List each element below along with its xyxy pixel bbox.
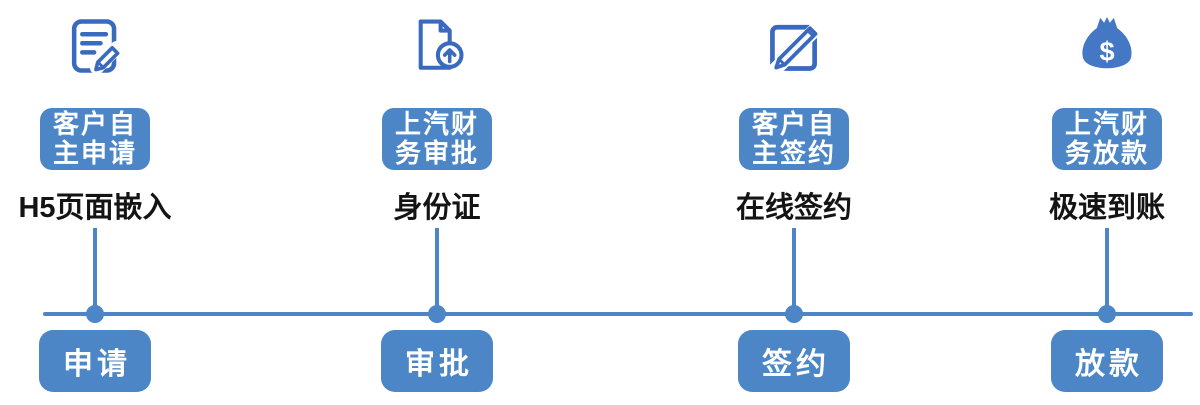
badge-line: 主签约 [751,138,836,168]
timeline-dot [428,305,446,323]
timeline-axis [43,312,1193,316]
step-column-disburse: $ 上汽财 务放款 极速到账 放款 [1012,0,1200,405]
stage-button-disburse: 放款 [1051,330,1163,392]
stage-button-approve: 审批 [381,330,493,392]
badge-line: 客户自 [751,109,836,139]
document-edit-icon [0,12,190,80]
badge-line: 务放款 [1064,138,1149,168]
timeline-dot [86,305,104,323]
badge-line: 上汽财 [394,109,479,139]
badge-line: 客户自 [52,109,137,139]
dollar-glyph: $ [1099,36,1114,67]
role-badge: 客户自 主申请 [40,108,150,170]
badge-line: 务审批 [394,138,479,168]
step-description: 身份证 [393,192,481,224]
document-upload-icon [342,12,532,80]
step-description: H5页面嵌入 [18,192,172,224]
stage-button-sign: 签约 [738,330,850,392]
edit-square-icon [699,12,889,80]
role-badge: 上汽财 务审批 [382,108,492,170]
badge-line: 上汽财 [1064,109,1149,139]
money-bag-icon: $ [1012,12,1200,80]
connector-line [93,228,97,314]
connector-line [792,228,796,314]
step-column-apply: 客户自 主申请 H5页面嵌入 申请 [0,0,190,405]
badge-line: 主申请 [52,138,137,168]
role-badge: 客户自 主签约 [739,108,849,170]
step-column-sign: 客户自 主签约 在线签约 签约 [699,0,889,405]
step-column-approve: 上汽财 务审批 身份证 审批 [342,0,532,405]
connector-line [1105,228,1109,314]
timeline-dot [1098,305,1116,323]
role-badge: 上汽财 务放款 [1052,108,1162,170]
timeline-dot [785,305,803,323]
step-description: 极速到账 [1048,192,1166,224]
connector-line [435,228,439,314]
step-description: 在线签约 [735,192,853,224]
stage-button-apply: 申请 [39,330,151,392]
